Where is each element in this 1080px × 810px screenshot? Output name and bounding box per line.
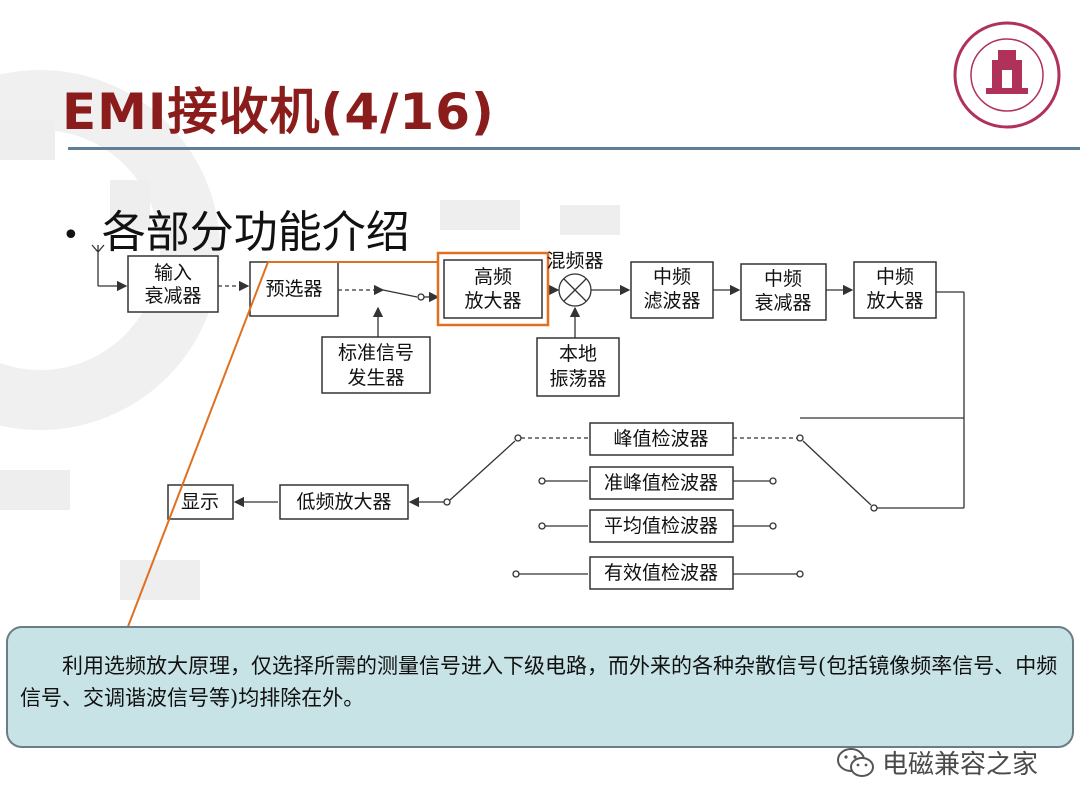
watermark-text: 电磁兼容之家 <box>882 750 1039 780</box>
label-local-osc-2: 振荡器 <box>549 368 606 390</box>
watermark: 电磁兼容之家 <box>836 744 1038 781</box>
university-logo <box>953 21 1061 129</box>
label-if-amp-1: 中频 <box>876 266 914 288</box>
label-mixer: 混频器 <box>546 250 603 272</box>
quasi-peak-detector-box <box>589 466 734 500</box>
display-box <box>167 484 234 520</box>
if-amplifier-box <box>853 261 937 319</box>
label-quasi-peak-detector: 准峰值检波器 <box>604 472 718 494</box>
rms-detector-box <box>589 556 734 590</box>
input-attenuator-box <box>127 255 219 313</box>
lf-amplifier-box <box>279 484 409 520</box>
if-attenuator-box <box>740 263 827 321</box>
title-underline <box>68 147 1080 150</box>
label-std-signal-1: 标准信号 <box>338 342 414 364</box>
label-rms-detector: 有效值检波器 <box>604 562 718 584</box>
label-if-filter-1: 中频 <box>653 266 691 288</box>
label-if-attenuator-2: 衰减器 <box>754 292 811 314</box>
if-filter-box <box>630 261 714 319</box>
label-local-osc-1: 本地 <box>559 343 597 365</box>
callout-line <box>123 261 269 638</box>
slide-title: EMI接收机(4/16) <box>62 83 495 141</box>
std-signal-generator-box <box>321 336 431 394</box>
label-preselector: 预选器 <box>265 278 322 300</box>
bullet-item: • 各部分功能介绍 <box>62 196 410 260</box>
preselector-box <box>249 261 339 317</box>
label-rf-amp-2: 放大器 <box>464 290 521 312</box>
average-detector-box <box>589 509 734 543</box>
peak-detector-box <box>589 422 734 456</box>
rf-amplifier-box <box>443 259 543 319</box>
bullet-text: 各部分功能介绍 <box>101 207 410 258</box>
label-display: 显示 <box>181 491 219 513</box>
highlight-box <box>436 251 550 327</box>
label-peak-detector: 峰值检波器 <box>613 428 708 450</box>
label-rf-amp-1: 高频 <box>474 266 512 288</box>
bullet-dot: • <box>62 218 80 253</box>
explanation-callout: 利用选频放大原理，仅选择所需的测量信号进入下级电路，而外来的各种杂散信号(包括镜… <box>6 626 1074 748</box>
label-input-attenuator-2: 衰减器 <box>144 285 201 307</box>
local-oscillator-box <box>536 337 620 397</box>
label-if-filter-2: 滤波器 <box>643 290 700 312</box>
label-input-attenuator-1: 输入 <box>154 262 192 284</box>
wechat-icon <box>837 747 874 777</box>
callout-text: 利用选频放大原理，仅选择所需的测量信号进入下级电路，而外来的各种杂散信号(包括镜… <box>20 654 1058 710</box>
label-std-signal-2: 发生器 <box>347 367 404 389</box>
antenna-icon <box>91 244 105 262</box>
label-if-amp-2: 放大器 <box>866 290 923 312</box>
label-lf-amp: 低频放大器 <box>296 491 391 513</box>
label-average-detector: 平均值检波器 <box>604 515 718 537</box>
label-if-attenuator-1: 中频 <box>764 268 802 290</box>
